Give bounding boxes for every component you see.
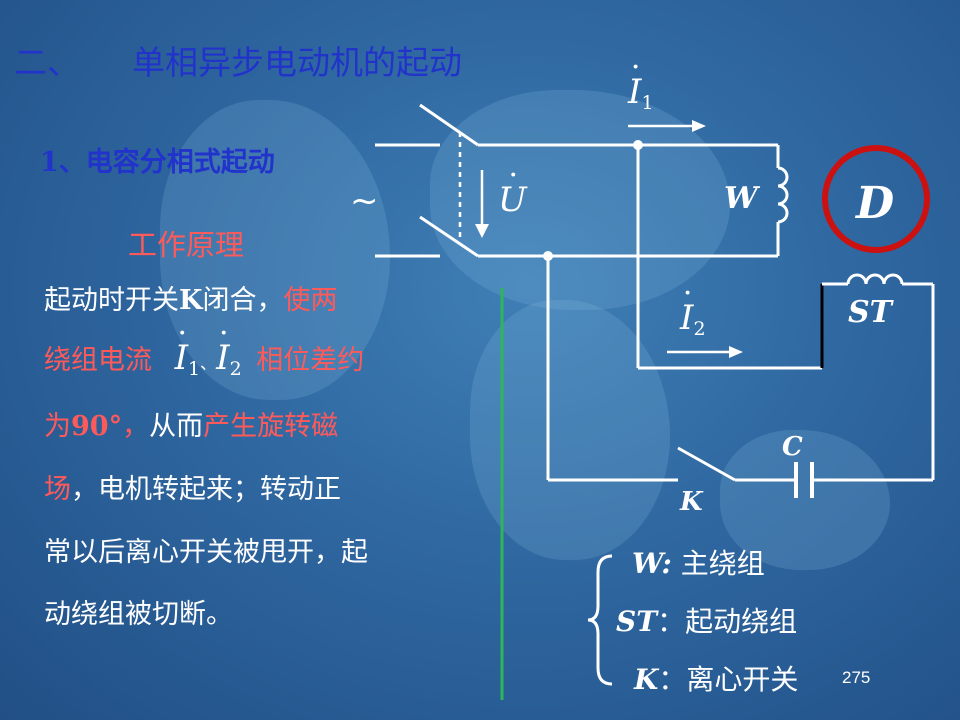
body-line-3: 为90°，从而产生旋转磁	[44, 404, 338, 443]
legend-brace	[587, 554, 613, 686]
legend-text: 起动绕组	[685, 605, 798, 638]
body-line-6: 动绕组被切断。	[44, 592, 233, 631]
current-symbol: I	[680, 298, 693, 338]
body-text: 、	[200, 354, 217, 373]
body-text: K	[179, 285, 203, 316]
body-text-emphasis: ，	[122, 411, 150, 442]
supply-switch-blade-top	[419, 103, 479, 147]
slide-title: 二、 单相异步电动机的起动	[14, 36, 462, 84]
body-line-2: 绕组电流 I1、I2 相位差约	[44, 338, 364, 380]
body-text-emphasis: 产生旋转磁	[203, 411, 339, 442]
legend-text: 主绕组	[680, 547, 765, 580]
diagram-voltage-u: U	[498, 180, 527, 220]
legend-key: ST	[616, 605, 658, 638]
body-text: ，电机转起来；转动正	[71, 474, 341, 505]
body-text: 常以后离心开关被甩开，起	[44, 537, 368, 568]
label-d: D	[854, 178, 894, 229]
label-st: ST	[848, 295, 895, 330]
diagram-current-i2: I2	[680, 298, 706, 340]
body-text-emphasis: 90°	[71, 411, 123, 442]
current-subscript: 2	[229, 358, 242, 380]
main-winding-coil	[777, 166, 789, 224]
body-text-emphasis: 绕组电流	[44, 345, 152, 376]
current-symbol: I	[175, 338, 188, 378]
legend-item-w: W: 主绕组	[632, 542, 765, 582]
body-line-1: 起动时开关K闭合，使两	[44, 278, 337, 317]
body-text-emphasis: 为	[44, 411, 71, 442]
ac-source-symbol: ~	[350, 181, 379, 221]
body-text: 从而	[149, 411, 204, 442]
start-winding-coil	[846, 273, 904, 285]
body-text: 动绕组被切断。	[44, 599, 233, 630]
body-text-emphasis: 场	[44, 474, 71, 505]
section-subtitle: 1、电容分相式起动	[40, 147, 275, 178]
body-line-4: 场，电机转起来；转动正	[44, 467, 341, 506]
current-i1-arrow-head	[692, 120, 706, 132]
label-k: K	[679, 487, 704, 517]
title-number: 二、	[14, 43, 80, 82]
current-symbol: I	[628, 72, 641, 112]
voltage-symbol: U	[498, 180, 527, 220]
legend-text: 离心开关	[686, 663, 799, 696]
map-background-shape	[160, 100, 390, 400]
legend-item-st: ST：起动绕组	[616, 600, 797, 640]
voltage-arrow-head	[475, 224, 489, 238]
current-subscript: 1	[188, 358, 201, 380]
label-w: W	[724, 181, 761, 216]
body-text-emphasis: 使两	[283, 285, 338, 316]
current-symbol: I	[216, 338, 229, 378]
body-line-5: 常以后离心开关被甩开，起	[44, 530, 368, 569]
legend-sep: ：	[658, 663, 687, 696]
label-c: C	[782, 432, 803, 462]
current-i1-symbol: I1	[175, 338, 201, 380]
page-number: 275	[842, 668, 871, 687]
supply-switch-blade-bottom	[419, 215, 479, 258]
legend-item-k: K：离心开关	[634, 658, 798, 698]
motor-circle	[822, 145, 930, 253]
current-i2-symbol: I2	[216, 338, 242, 380]
diagram-current-i1: I1	[628, 72, 654, 114]
current-i2-arrow-head	[729, 346, 743, 358]
centrifugal-switch-blade	[677, 446, 736, 482]
legend-key: K	[634, 663, 659, 696]
map-background-shape	[720, 430, 890, 570]
body-text-emphasis: 相位差约	[256, 345, 365, 376]
title-text: 单相异步电动机的起动	[132, 43, 462, 82]
current-subscript: 2	[693, 318, 706, 340]
legend-key: W	[632, 547, 662, 580]
section-heading: 工作原理	[128, 228, 245, 262]
legend-sep: ：	[657, 605, 686, 638]
legend-sep: :	[661, 547, 672, 580]
body-text: 起动时开关	[44, 285, 179, 316]
body-text: 闭合，	[202, 285, 284, 316]
current-subscript: 1	[641, 92, 654, 114]
